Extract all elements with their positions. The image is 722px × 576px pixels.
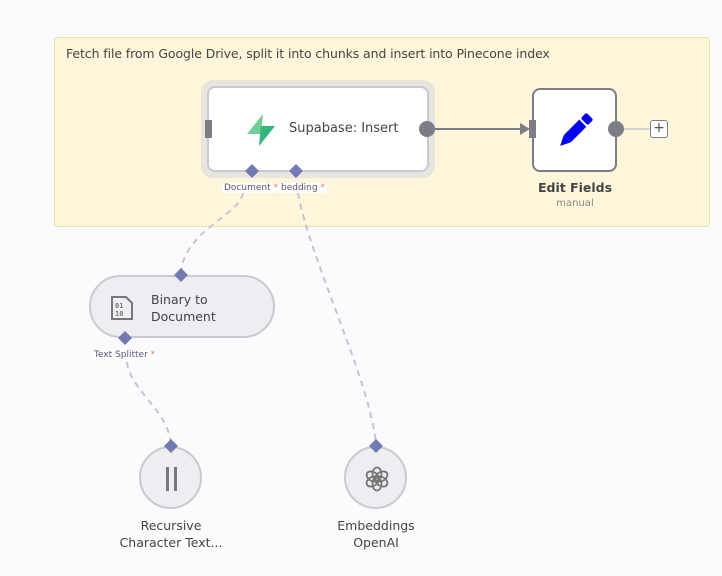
supabase-input-handle[interactable]: [204, 120, 214, 140]
openai-icon: [365, 466, 389, 492]
embedding-port-text: bedding: [281, 183, 318, 193]
document-port-diamond[interactable]: [245, 164, 259, 178]
node-label: Supabase: Insert: [289, 121, 399, 136]
node-label-line1: Recursive: [140, 518, 202, 533]
text-splitter-port-text: Text Splitter: [94, 350, 148, 360]
node-label-line1: Binary to: [151, 292, 208, 307]
add-node-button[interactable]: +: [650, 120, 668, 138]
connection-arrowhead: [520, 123, 530, 135]
text-splitter-port-diamond[interactable]: [118, 331, 132, 345]
edit-fields-node[interactable]: [532, 88, 617, 172]
sticky-note-text: Fetch file from Google Drive, split it i…: [66, 46, 550, 61]
edit-fields-subtitle: manual: [556, 198, 594, 209]
connection-document: [180, 192, 244, 273]
recursive-output-diamond[interactable]: [164, 439, 178, 453]
binary-to-document-node[interactable]: 01 10 Binary to Document: [89, 275, 275, 338]
required-marker: *: [273, 183, 279, 193]
supabase-icon: [247, 114, 275, 146]
edit-fields-input-handle[interactable]: [528, 120, 538, 140]
document-port-text: Document: [224, 183, 271, 193]
node-label-line2: Document: [151, 309, 216, 324]
binary-file-icon: 01 10: [111, 296, 133, 320]
recursive-character-text-splitter-node[interactable]: [139, 446, 202, 509]
openai-node-title: Embeddings OpenAI: [296, 517, 456, 551]
node-label-line2: OpenAI: [353, 535, 399, 550]
document-port-label: Document *: [222, 183, 281, 193]
edit-fields-output-handle[interactable]: [607, 120, 625, 138]
binary-input-diamond[interactable]: [174, 268, 188, 282]
required-marker: *: [320, 183, 325, 193]
recursive-node-title: Recursive Character Text...: [91, 517, 251, 551]
supabase-insert-node[interactable]: Supabase: Insert: [207, 86, 429, 172]
embedding-port-label: bedding *: [279, 183, 327, 193]
node-label-line2: Character Text...: [119, 535, 223, 550]
required-marker: *: [150, 350, 156, 360]
pencil-icon: [560, 113, 593, 146]
connection-embedding: [297, 192, 377, 445]
embedding-port-diamond[interactable]: [289, 164, 303, 178]
svg-text:01: 01: [115, 302, 123, 310]
openai-output-diamond[interactable]: [369, 439, 383, 453]
node-label-line1: Embeddings: [337, 518, 415, 533]
embeddings-openai-node[interactable]: [344, 446, 407, 509]
connection-text-splitter: [126, 361, 172, 445]
svg-text:10: 10: [115, 310, 123, 318]
text-splitter-port-label: Text Splitter *: [92, 350, 158, 360]
text-splitter-icon: [166, 467, 177, 491]
supabase-output-handle[interactable]: [418, 120, 436, 138]
node-label: Binary to Document: [151, 291, 216, 325]
edit-fields-title: Edit Fields: [537, 180, 613, 195]
